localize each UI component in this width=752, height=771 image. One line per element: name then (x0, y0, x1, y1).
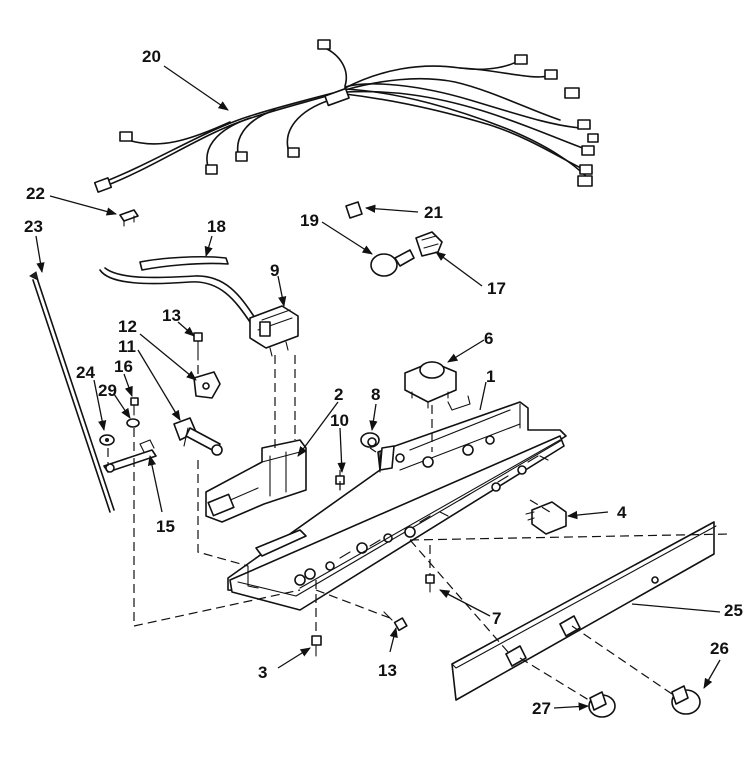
thermostat-capillary (99, 267, 256, 323)
washer-part-24 (99, 434, 115, 446)
callout-labels: 20 22 23 18 21 19 17 9 13 12 11 6 1 2 8 … (24, 47, 743, 718)
screw-part-16 (130, 397, 139, 416)
callout-26: 26 (710, 639, 729, 658)
callout-13-upper: 13 (162, 306, 181, 325)
callout-10: 10 (330, 411, 349, 430)
callout-21: 21 (424, 203, 443, 222)
clip-part (119, 209, 139, 227)
thermostat-part (249, 305, 299, 357)
washer-part-29 (126, 418, 140, 428)
callout-17: 17 (487, 279, 506, 298)
control-arm-part-15 (103, 439, 157, 473)
screw-part-13-upper (193, 332, 203, 361)
wire-harness-part (93, 39, 599, 193)
tube-part (139, 255, 229, 271)
rod-part-23 (29, 271, 115, 513)
knob-part-26 (671, 685, 701, 715)
lamp-socket-part (415, 231, 443, 257)
callout-7: 7 (492, 609, 501, 628)
callout-9: 9 (270, 261, 279, 280)
control-housing-part (227, 395, 567, 611)
callout-13-lower: 13 (378, 661, 397, 680)
callout-1: 1 (486, 367, 495, 386)
screw-part-13-lower (383, 611, 408, 632)
callout-12: 12 (118, 317, 137, 336)
callout-24: 24 (76, 363, 95, 382)
callout-8: 8 (371, 385, 380, 404)
cold-control-part (404, 361, 457, 409)
callout-20: 20 (142, 47, 161, 66)
callout-3: 3 (258, 663, 267, 682)
damper-control-part (173, 417, 223, 456)
light-bulb-part (370, 249, 415, 277)
callout-29: 29 (98, 381, 117, 400)
bracket-part (193, 371, 221, 399)
callout-27: 27 (532, 699, 551, 718)
plug-part-8 (360, 432, 380, 448)
lamp-clip-part (345, 201, 363, 219)
callout-15: 15 (156, 517, 175, 536)
callout-25: 25 (724, 601, 743, 620)
callout-11: 11 (118, 337, 136, 356)
callout-22: 22 (26, 184, 45, 203)
bracket-part-2 (205, 439, 307, 523)
switch-part-4 (525, 501, 567, 535)
callout-4: 4 (617, 503, 627, 522)
callout-23: 23 (24, 217, 43, 236)
leader-lines (35, 65, 721, 711)
callout-18: 18 (207, 217, 226, 236)
callout-6: 6 (484, 329, 493, 348)
screw-part-7 (425, 574, 435, 593)
control-panel-part (451, 521, 717, 701)
callout-2: 2 (334, 385, 343, 404)
callout-19: 19 (300, 211, 319, 230)
assembly-lines (107, 355, 731, 703)
callout-16: 16 (114, 357, 133, 376)
screw-part-3 (311, 635, 322, 657)
knob-part-27 (588, 691, 616, 718)
